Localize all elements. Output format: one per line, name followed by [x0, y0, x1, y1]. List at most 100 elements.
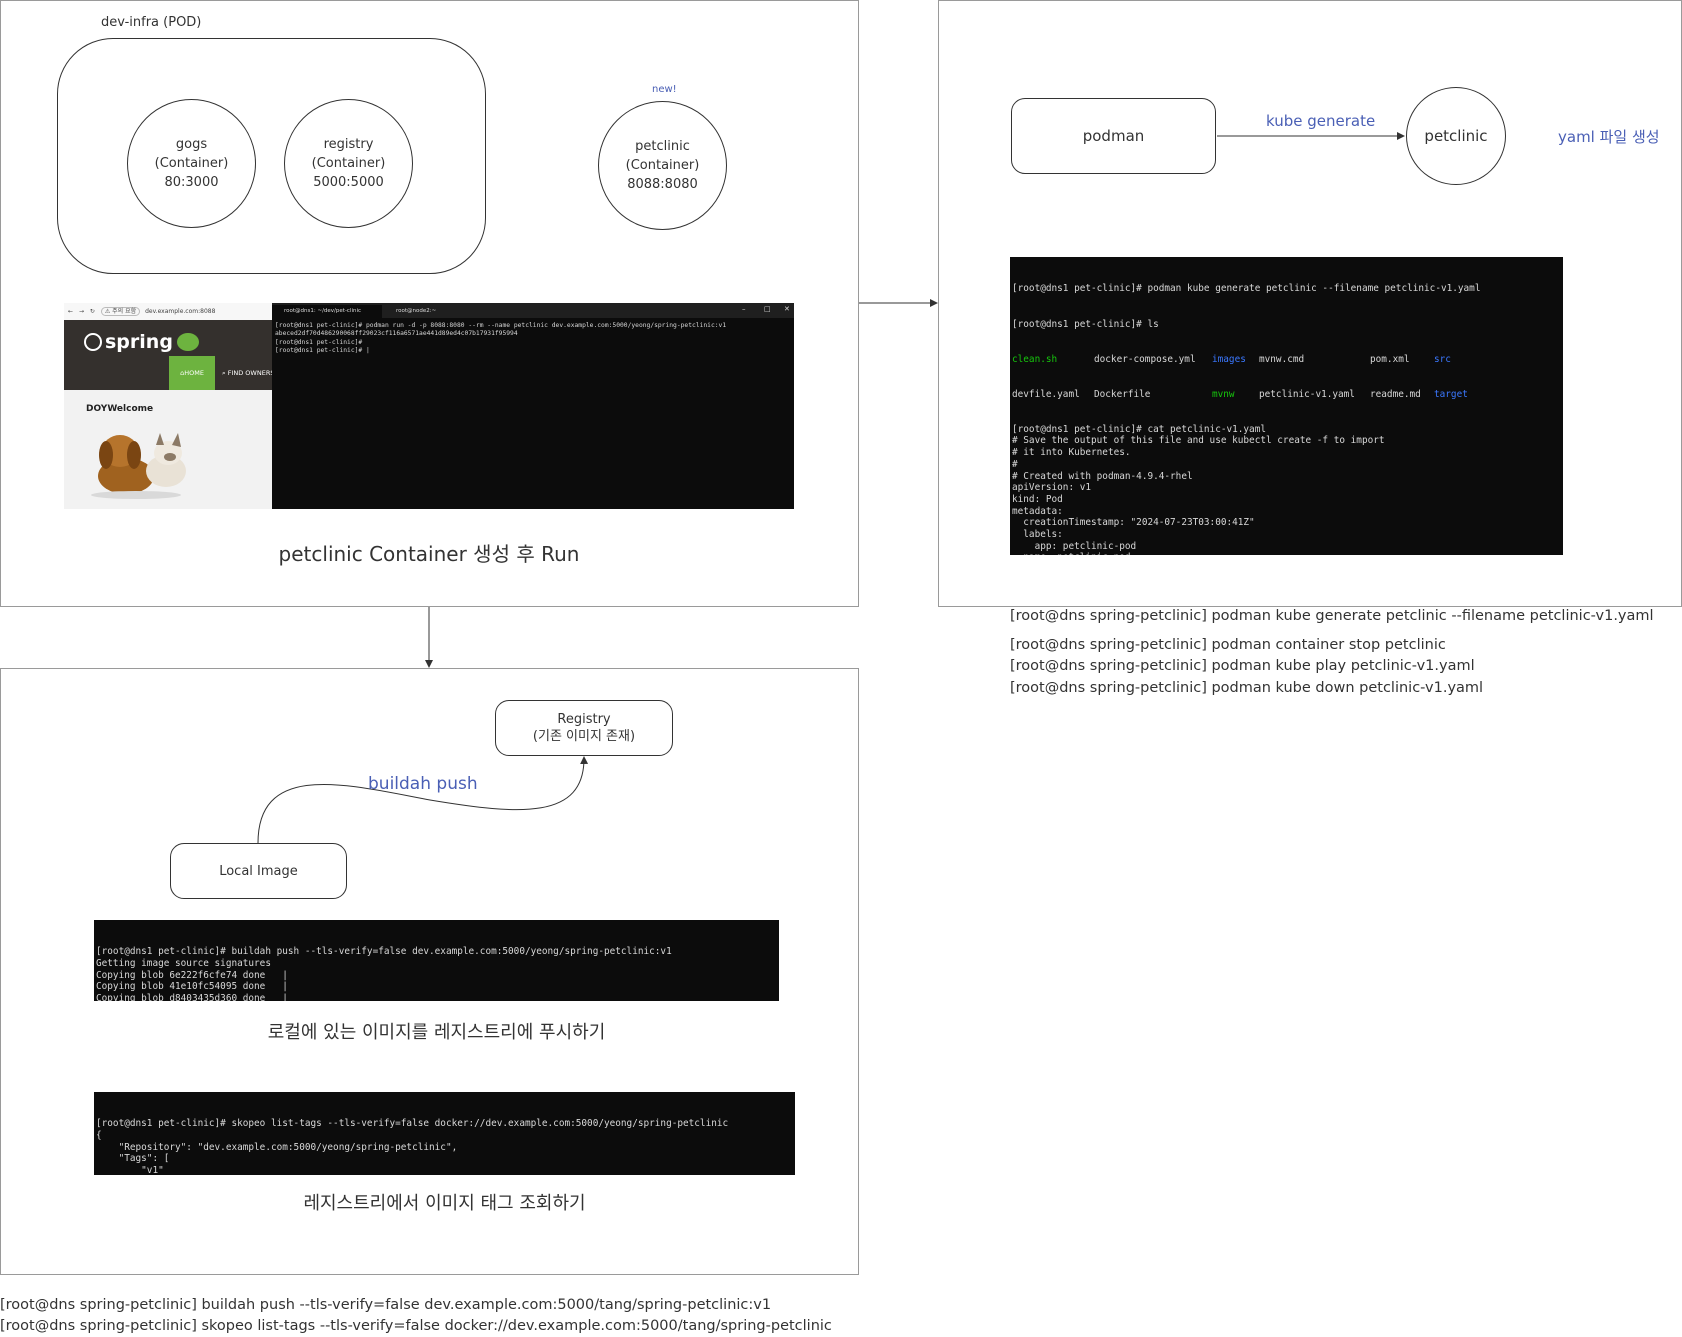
reload-icon: ↻ [89, 308, 95, 315]
registry-container: registry (Container) 5000:5000 [284, 99, 413, 228]
terminal-line: labels: [1012, 528, 1063, 540]
security-chip: ⚠ 주의 요함 [100, 307, 141, 316]
ls-item: clean.sh [1012, 353, 1058, 365]
petclinic-kind: (Container) [625, 158, 700, 173]
terminal-line: name: petclinic-pod [1012, 552, 1561, 555]
terminal-line: # [1012, 458, 1018, 470]
kube-command-3: [root@dns spring-petclinic] podman kube … [1010, 658, 1475, 674]
spring-logo: spring [84, 331, 199, 353]
registry-box-title: Registry [557, 712, 611, 727]
gogs-ports: 80:3000 [164, 175, 219, 190]
ls-item: readme.md [1370, 388, 1421, 400]
spring-brand: spring [105, 331, 173, 353]
registry-ports: 5000:5000 [313, 175, 384, 190]
registry-name: registry [323, 137, 374, 152]
run-line-4: [root@dns1 pet-clinic]# | [275, 347, 370, 355]
new-badge: new! [652, 84, 677, 95]
terminal-line: kind: Pod [1012, 493, 1063, 505]
push-terminal: [root@dns1 pet-clinic]# buildah push --t… [94, 920, 779, 1001]
kube-yaml-lines: [root@dns1 pet-clinic]# cat petclinic-v1… [1012, 424, 1561, 555]
run-line-3: [root@dns1 pet-clinic]# [275, 338, 363, 346]
pod-label: dev-infra (POD) [101, 15, 202, 30]
terminal-tab-1: root@dns1: ~/dev/pet-clinic [272, 305, 382, 318]
search-icon: ⌕ [222, 369, 228, 377]
back-icon: ← [68, 308, 74, 315]
terminal-line: # Created with podman-4.9.4-rhel [1012, 470, 1193, 482]
run-terminal-output: [root@dns1 pet-clinic]# podman run -d -p… [275, 322, 726, 356]
terminal-line: Copying blob 6e222f6cfe74 done | [96, 969, 288, 981]
ls-item: devfile.yaml [1012, 388, 1080, 400]
terminal-line: "Tags": [ [96, 1153, 170, 1165]
kube-command-4: [root@dns spring-petclinic] podman kube … [1010, 680, 1484, 696]
terminal-line: metadata: [1012, 505, 1063, 517]
minimize-icon: – [742, 305, 746, 313]
push-caption: 로컬에 있는 이미지를 레지스트리에 푸시하기 [267, 1022, 606, 1043]
kube-command-1: [root@dns spring-petclinic] podman kube … [1010, 608, 1654, 624]
run-line-2: abeced2df70d486290068ff29023cf116a6571ae… [275, 330, 518, 338]
tags-caption: 레지스트리에서 이미지 태그 조회하기 [303, 1193, 586, 1214]
terminal-line: [root@dns1 pet-clinic]# buildah push --t… [96, 946, 672, 958]
petclinic-ports: 8088:8080 [627, 177, 698, 192]
terminal-line: # it into Kubernetes. [1012, 447, 1131, 459]
nav-find-owners: ⌕ FIND OWNERS [216, 356, 272, 390]
ls-item: src [1434, 353, 1451, 365]
registry-kind: (Container) [311, 156, 386, 171]
bottom-command-2: [root@dns spring-petclinic] skopeo list-… [0, 1318, 832, 1334]
welcome-heading: DOYWelcome [86, 404, 154, 414]
podman-box: podman [1011, 98, 1216, 174]
nav-find-label: FIND OWNERS [227, 369, 272, 377]
ls-item: pom.xml [1370, 353, 1410, 365]
security-chip-label: 주의 요함 [112, 308, 137, 315]
terminal-line: { [96, 1130, 102, 1142]
kube-generate-label: kube generate [1266, 112, 1376, 130]
ls-item: images [1212, 353, 1246, 365]
local-image-box: Local Image [170, 843, 347, 899]
ls-item: petclinic-v1.yaml [1259, 388, 1355, 400]
terminal-line: [root@dns1 pet-clinic]# skopeo list-tags… [96, 1118, 729, 1130]
browser-url: dev.example.com:8088 [145, 308, 216, 315]
run-caption: petclinic Container 생성 후 Run [278, 542, 580, 566]
pets-image [91, 433, 186, 499]
terminal-line: "Repository": "dev.example.com:5000/yeon… [96, 1141, 458, 1153]
spring-header: spring ⌂HOME ⌕ FIND OWNERS [64, 320, 272, 390]
maximize-icon: □ [764, 305, 771, 313]
terminal-line: # Save the output of this file and use k… [1012, 435, 1385, 447]
forward-icon: → [78, 308, 84, 315]
nav-home: ⌂HOME [169, 356, 215, 390]
ls-item: docker-compose.yml [1094, 353, 1196, 365]
terminal-line: Getting image source signatures [96, 958, 271, 970]
yaml-note: yaml 파일 생성 [1558, 128, 1660, 146]
ls-item: target [1434, 388, 1468, 400]
petclinic-target: petclinic [1406, 87, 1506, 185]
run-screenshot: ← → ↻ ⚠ 주의 요함 dev.example.com:8088 sprin… [64, 303, 794, 509]
kube-command-2: [root@dns spring-petclinic] podman conta… [1010, 637, 1446, 653]
registry-box-note: (기존 이미지 존재) [532, 729, 636, 744]
home-icon: ⌂ [180, 369, 185, 377]
close-icon: ✕ [784, 305, 790, 313]
tags-lines: [root@dns1 pet-clinic]# skopeo list-tags… [96, 1118, 793, 1175]
terminal-line: Copying blob 41e10fc54095 done | [96, 981, 288, 993]
dev-infra-pod [57, 38, 486, 274]
run-line-1: [root@dns1 pet-clinic]# podman run -d -p… [275, 322, 727, 329]
nav-home-label: HOME [184, 369, 204, 377]
browser-window: ← → ↻ ⚠ 주의 요함 dev.example.com:8088 sprin… [64, 303, 272, 509]
petclinic-name: petclinic [635, 139, 690, 154]
terminal-line: [root@dns1 pet-clinic]# cat petclinic-v1… [1012, 423, 1266, 435]
terminal-tabbar: root@dns1: ~/dev/pet-clinic root@node2:~… [272, 303, 794, 318]
petclinic-container: petclinic (Container) 8088:8080 [598, 101, 727, 230]
kube-terminal: [root@dns1 pet-clinic]# podman kube gene… [1010, 257, 1563, 555]
gogs-name: gogs [175, 137, 208, 152]
buildah-push-arrow [257, 756, 589, 844]
terminal-tab-2: root@node2:~ [396, 308, 437, 314]
spring-petclinic-icon [176, 333, 199, 351]
gogs-container: gogs (Container) 80:3000 [127, 99, 256, 228]
bottom-command-1: [root@dns spring-petclinic] buildah push… [0, 1297, 772, 1313]
kube-line-2: [root@dns1 pet-clinic]# ls [1012, 318, 1159, 330]
terminal-line: creationTimestamp: "2024-07-23T03:00:41Z… [1012, 517, 1255, 529]
kube-line-1: [root@dns1 pet-clinic]# podman kube gene… [1012, 283, 1481, 295]
terminal-line: app: petclinic-pod [1012, 540, 1137, 552]
terminal-line: "v1" [96, 1165, 164, 1175]
gogs-kind: (Container) [154, 156, 229, 171]
